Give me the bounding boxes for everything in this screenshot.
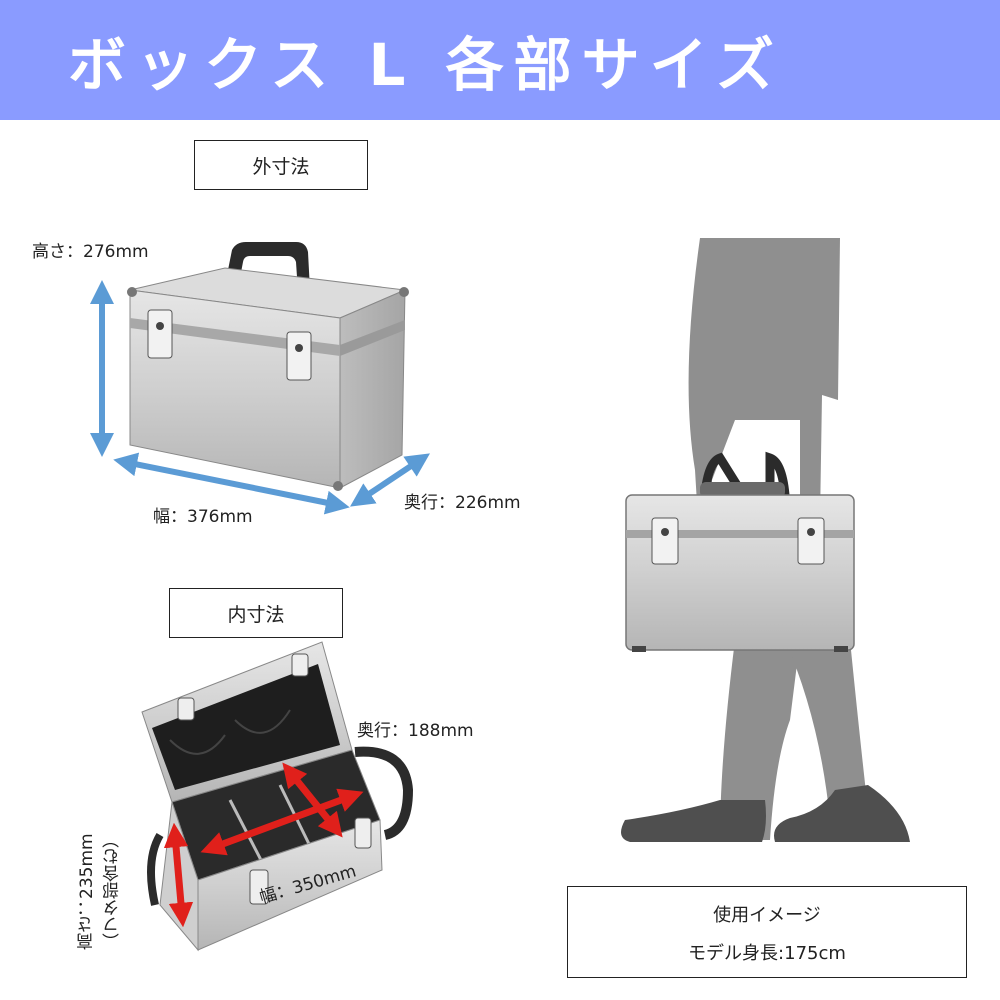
page-title: ボックス L 各部サイズ bbox=[68, 31, 784, 99]
usage-case-image bbox=[625, 451, 855, 652]
inner-dimensions-label: 内寸法 bbox=[169, 588, 343, 638]
header-banner: ボックス L 各部サイズ bbox=[0, 0, 1000, 120]
outer-width-text: 幅：376mm bbox=[153, 507, 253, 527]
inner-height-text: 高さ：235mm （フタ部含む） bbox=[74, 815, 126, 950]
inner-height-line1: 高さ：235mm bbox=[77, 833, 97, 950]
inner-height-line2: （フタ部含む） bbox=[103, 831, 123, 950]
inner-height-arrow bbox=[163, 822, 194, 928]
person-silhouette bbox=[621, 238, 910, 842]
inner-depth-text: 奥行：188mm bbox=[357, 721, 474, 741]
outer-dimensions-label: 外寸法 bbox=[194, 140, 368, 190]
outer-case-image bbox=[127, 242, 409, 491]
outer-depth-text: 奥行：226mm bbox=[404, 493, 521, 513]
outer-height-text: 高さ：276mm bbox=[32, 242, 149, 262]
model-height-text: モデル身長:175cm bbox=[688, 943, 846, 964]
depth-arrow bbox=[350, 453, 430, 507]
usage-box: 使用イメージ モデル身長:175cm bbox=[567, 886, 967, 978]
usage-title: 使用イメージ bbox=[713, 905, 821, 926]
width-arrow bbox=[113, 452, 350, 515]
inner-depth-arrow bbox=[282, 762, 343, 838]
